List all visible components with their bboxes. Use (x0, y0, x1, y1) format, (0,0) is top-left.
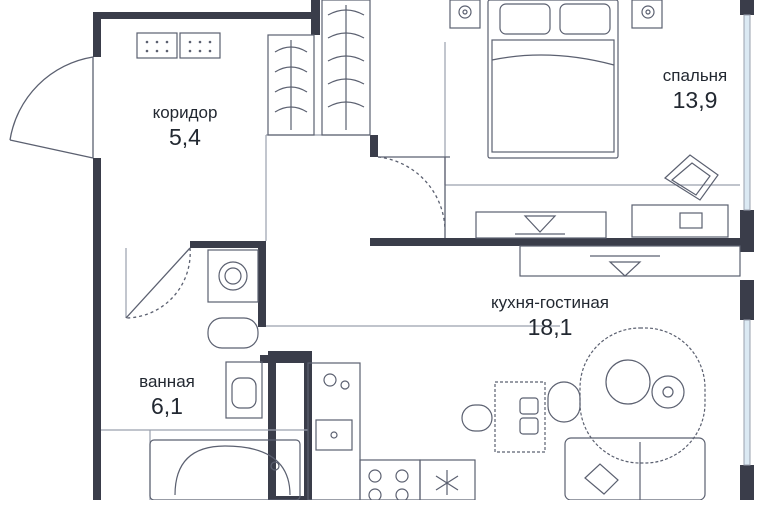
windows (743, 14, 751, 466)
walls (93, 0, 754, 504)
stove-icon (136, 32, 178, 59)
wall-bedroom-west (311, 0, 320, 35)
pillow-icon (499, 3, 551, 35)
dining-table-icon (494, 381, 546, 453)
wall-shaft (268, 351, 312, 504)
room-name: кухня-гостиная (491, 293, 609, 312)
room-name: спальня (662, 66, 728, 85)
sink-icon (315, 419, 353, 451)
door-swing-icon (377, 156, 450, 238)
wall-right-2 (740, 210, 754, 252)
bathroom-fixtures (149, 249, 301, 501)
nightstand-lamp-icon (449, 0, 481, 29)
window-icon (743, 319, 751, 466)
chair-icon (519, 397, 539, 415)
sink-icon (225, 361, 263, 419)
pillow-icon (559, 3, 611, 35)
wardrobe-icon (321, 0, 371, 136)
rug (579, 327, 706, 464)
tv-icon (475, 211, 607, 239)
wall-bath-east (258, 241, 266, 327)
toilet-icon (207, 317, 259, 349)
coffee-table-icon (605, 359, 651, 405)
stove-icon (179, 32, 221, 59)
room-area: 5,4 (169, 124, 201, 150)
living-furniture (461, 245, 741, 501)
room-area: 6,1 (151, 393, 183, 419)
room-label-bedroom: спальня 13,9 (630, 66, 760, 114)
wall-top-corridor (93, 12, 313, 19)
corridor-furniture (136, 0, 371, 136)
wall-left-upper (93, 12, 101, 57)
bed-blanket (491, 39, 615, 153)
wall-right-4 (740, 465, 754, 500)
room-label-bathroom: ванная 6,1 (112, 372, 222, 420)
chair-icon (547, 381, 581, 423)
wardrobe-icon (267, 34, 315, 136)
desk-icon (631, 204, 729, 238)
room-area: 18,1 (527, 314, 573, 340)
sofa-icon (564, 437, 706, 501)
bedroom-furniture (449, 0, 729, 239)
wall-left-lower (93, 158, 101, 500)
wall-right-1 (740, 0, 754, 15)
chair-icon (461, 404, 493, 432)
door-swing-icon (9, 56, 94, 159)
wall-bedroom-south (370, 238, 750, 246)
wall-bath-top (190, 241, 266, 248)
room-name: коридор (152, 103, 218, 122)
room-name: ванная (139, 372, 195, 391)
bed-icon (487, 0, 619, 159)
bathtub-icon (149, 439, 301, 501)
room-label-corridor: коридор 5,4 (120, 103, 250, 151)
window-icon (743, 14, 751, 211)
kitchen (307, 362, 476, 502)
doors (9, 56, 450, 319)
room-area: 13,9 (672, 87, 718, 113)
tv-icon (519, 245, 741, 277)
wall-door-stub (370, 135, 378, 157)
door-swing-icon (125, 247, 191, 319)
washing-machine-icon (207, 249, 259, 303)
room-label-kitchen-living: кухня-гостиная 18,1 (470, 293, 630, 341)
chair-icon (519, 417, 539, 435)
nightstand-lamp-icon (631, 0, 663, 29)
wall-right-3 (740, 280, 754, 320)
armchair-icon (664, 154, 719, 201)
